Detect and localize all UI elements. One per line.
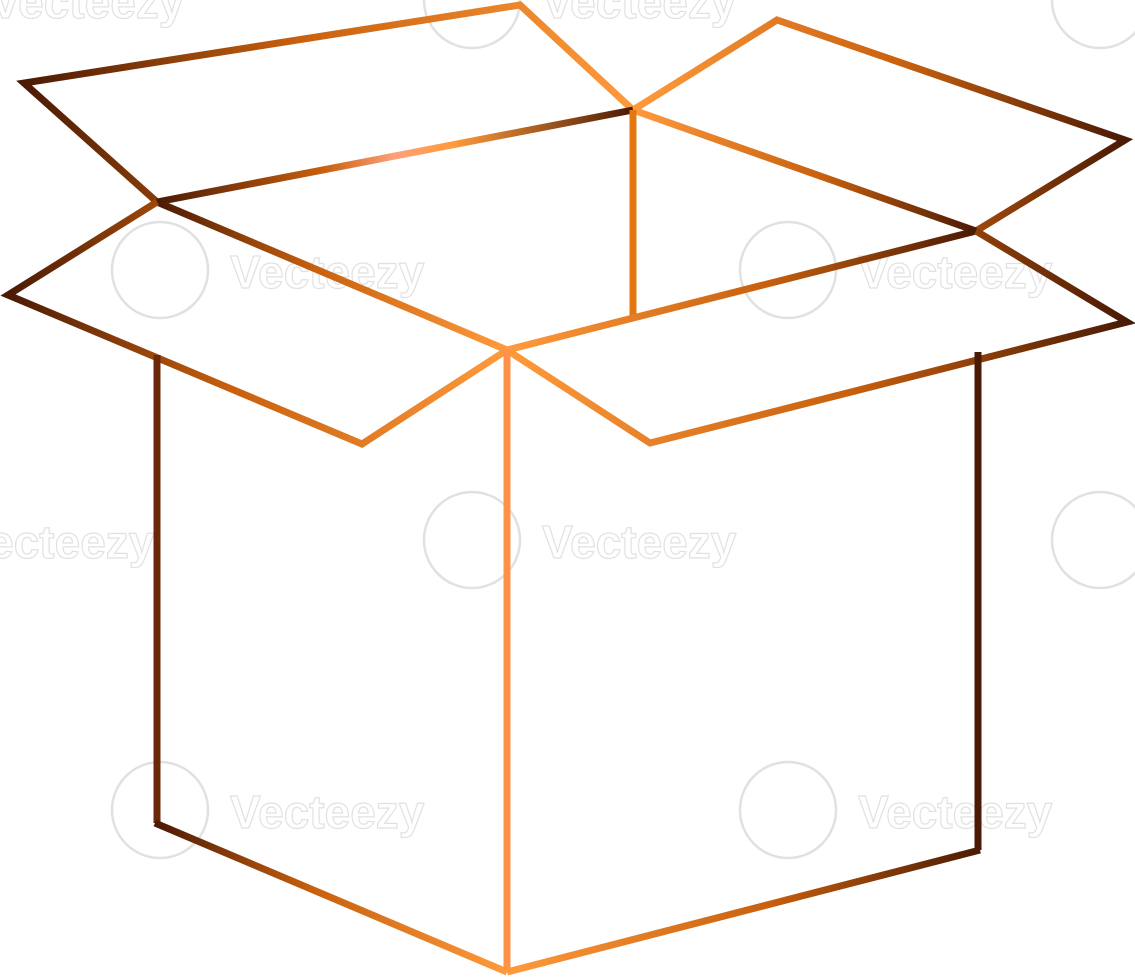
- watermark-mark: [1050, 490, 1135, 590]
- watermark-mark: Vecteezy: [0, 0, 185, 29]
- back-right-flap: [631, 16, 1134, 234]
- watermark-mark: Vecteezy: [738, 760, 1053, 860]
- rim-front-left-edge: [155, 198, 509, 354]
- front-left-flap: [0, 199, 509, 448]
- watermark-mark: Vecteezy: [422, 0, 737, 50]
- watermark-text: Vecteezy: [0, 516, 155, 568]
- box-bottom-left-edge: [153, 819, 509, 976]
- back-left-flap: [16, 1, 636, 205]
- watermark-mark: Vecteezy: [110, 220, 425, 320]
- watermark-text: Vecteezy: [542, 516, 737, 568]
- watermark-text: Vecteezy: [542, 0, 737, 28]
- watermark-mark: Vecteezy: [422, 490, 737, 590]
- watermark-text: Vecteezy: [0, 0, 185, 28]
- watermark-mark: Vecteezy: [110, 760, 425, 860]
- watermark-mark: Vecteezy: [738, 220, 1053, 320]
- rim-back-left-edge: [156, 106, 634, 206]
- watermark-mark: Vecteezy: [0, 515, 155, 568]
- rim-front-right-edge: [506, 227, 977, 354]
- rim-back-right-edge: [631, 106, 978, 235]
- watermark-mark: [1050, 0, 1135, 50]
- watermark-text: Vecteezy: [858, 786, 1053, 838]
- box-bottom-right-edge: [506, 846, 981, 976]
- watermark-text: Vecteezy: [230, 786, 425, 838]
- front-right-flap: [505, 228, 1135, 447]
- watermark-layer: Vecteezy Vecteezy Vecteezy Vecteezy Vect…: [0, 0, 1135, 860]
